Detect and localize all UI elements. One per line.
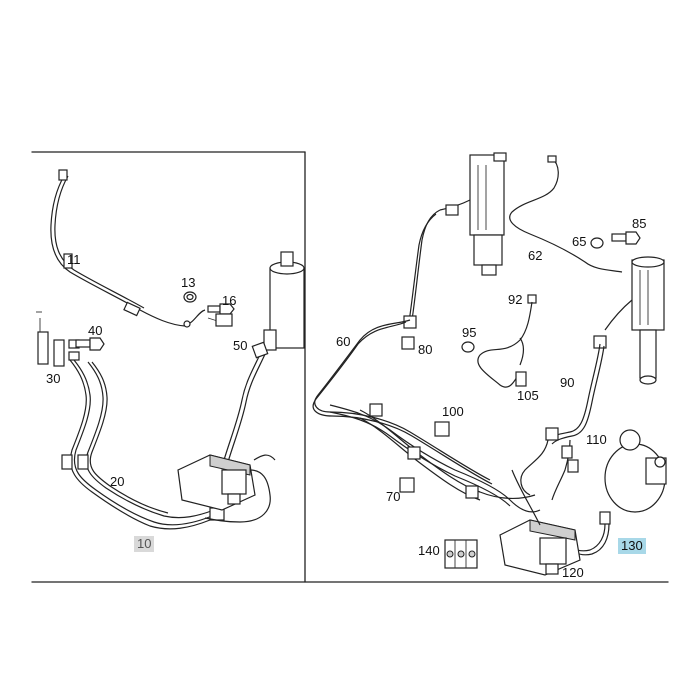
callout-95: 95 bbox=[462, 325, 476, 340]
part-11-cable bbox=[50, 175, 186, 327]
part-140-block bbox=[444, 539, 478, 569]
part-105-bolt bbox=[515, 371, 527, 387]
callout-120: 120 bbox=[562, 565, 584, 580]
callout-140: 140 bbox=[418, 543, 440, 558]
callout-85: 85 bbox=[632, 216, 646, 231]
callout-50: 50 bbox=[233, 338, 247, 353]
rear-strut bbox=[604, 256, 665, 385]
front-strut bbox=[439, 152, 507, 276]
part-20-pipes bbox=[61, 359, 225, 530]
part-62-cable bbox=[509, 157, 623, 273]
main-pipe-bundle bbox=[329, 403, 541, 513]
callout-13: 13 bbox=[181, 275, 195, 290]
left-assembly bbox=[36, 169, 305, 530]
callout-92: 92 bbox=[508, 292, 522, 307]
callout-100: 100 bbox=[442, 404, 464, 419]
callout-10[interactable]: 10 bbox=[134, 536, 155, 552]
part-50-reservoir bbox=[223, 251, 305, 463]
callout-40: 40 bbox=[88, 323, 102, 338]
part-80-fitting bbox=[401, 336, 415, 350]
part-16-bolt bbox=[207, 303, 235, 327]
part-40-bolt bbox=[75, 337, 105, 351]
callout-62: 62 bbox=[528, 248, 542, 263]
callout-11: 11 bbox=[67, 252, 81, 267]
valve-block-right bbox=[499, 469, 581, 576]
frame bbox=[31, 151, 669, 583]
valve-block-left bbox=[177, 454, 276, 523]
callout-105: 105 bbox=[517, 388, 539, 403]
part-65-washer bbox=[590, 237, 604, 249]
part-70-fitting bbox=[399, 477, 415, 493]
callout-20: 20 bbox=[110, 474, 124, 489]
part-60-pipes bbox=[312, 209, 493, 485]
right-assembly bbox=[312, 152, 667, 576]
callout-labels: 11 13 16 40 30 50 20 60 80 62 65 85 92 9… bbox=[46, 216, 646, 580]
part-92-sensor bbox=[461, 294, 537, 388]
callout-70: 70 bbox=[386, 489, 400, 504]
callout-110: 110 bbox=[586, 432, 607, 447]
callout-16: 16 bbox=[222, 293, 236, 308]
part-85-bolt bbox=[611, 231, 641, 245]
callout-30: 30 bbox=[46, 371, 60, 386]
callout-80: 80 bbox=[418, 342, 432, 357]
part-30-bracket bbox=[36, 311, 80, 367]
part-90-pipe bbox=[545, 335, 607, 445]
callout-65: 65 bbox=[572, 234, 586, 249]
callout-60: 60 bbox=[336, 334, 350, 349]
part-110-pipe bbox=[520, 439, 579, 501]
callout-90: 90 bbox=[560, 375, 574, 390]
part-95-washer bbox=[461, 341, 475, 353]
part-100-fitting bbox=[434, 421, 450, 437]
callout-130[interactable]: 130 bbox=[618, 538, 646, 554]
accumulator-sphere bbox=[604, 429, 667, 513]
